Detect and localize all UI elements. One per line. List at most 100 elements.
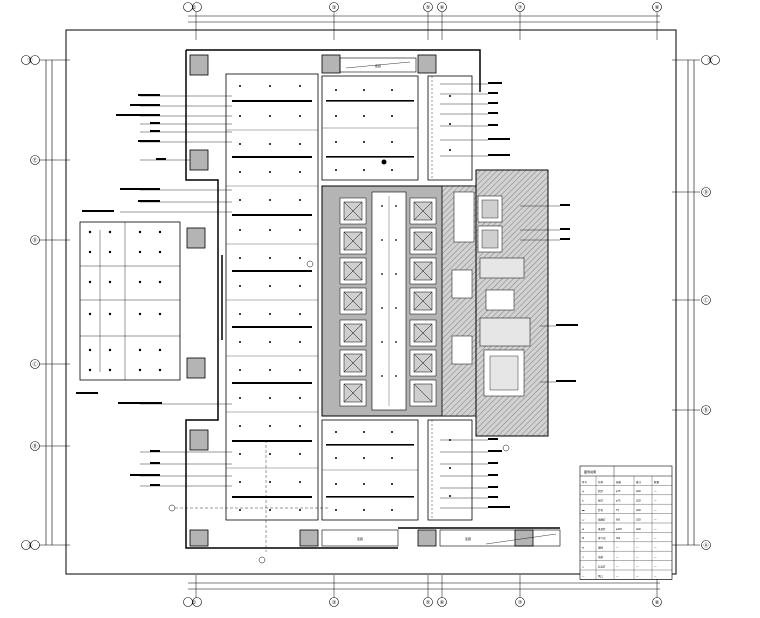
building-outline [185,49,560,549]
legend-cell: 格栅灯 [598,517,606,521]
legend-cell: △ [582,565,585,568]
grid-label-left-A: Ⓐ [27,542,32,549]
grid-label-top-5: ⑤ [426,5,431,11]
legend-cell: 规格 [616,480,622,484]
grid-label-right-D: Ⓓ [703,189,708,196]
leader-text-left [76,94,166,486]
legend-cell: ☒ [582,536,585,540]
leader-lines-right [440,83,560,509]
grid-label-bottom-1: ① [192,600,197,606]
legend-cell: — [654,528,657,531]
legend-cell: 600 [616,518,621,521]
legend-cell: 应急灯 [598,564,606,568]
grid-label-right-A: Ⓐ [703,542,708,549]
dimension-lines [45,15,695,590]
legend-cell: LED [636,528,641,531]
legend-cell: 烟感 [598,546,604,550]
legend-cell: 灯带 [598,508,604,512]
legend-cell: 符号 [582,480,588,484]
grid-label-top-7: ⑦ [518,5,523,11]
legend-cell: — [654,500,657,503]
legend-cell: ⊗ [582,547,585,550]
legend-cell: 风口 [598,574,604,578]
grid-bubble-top-3: ③ [329,2,339,12]
legend-cell: — [654,565,657,568]
grid-label-left-E: Ⓔ [32,157,37,164]
grid-label-bottom-5: ⑤ [426,600,431,606]
grid-bubbles-top: ① ③ ⑤ ⑥ ⑦ ⑧ [183,2,662,12]
legend-cell: — [616,547,619,550]
lower-room: 走廊 走廊 [321,419,561,547]
elevator-shafts-left [339,197,367,407]
legend-cell: 备注 [636,480,642,484]
grid-bubble-top-1: ① [183,2,202,12]
legend-cell: 吸顶灯 [598,527,606,531]
grid-label-left-D: Ⓓ [32,237,37,244]
legend-cell: LED [636,509,641,512]
bottom-room-b-label: 走廊 [465,536,471,541]
legend-cell: — [654,575,657,578]
grid-label-right-B: Ⓑ [703,407,708,414]
service-core [441,169,549,452]
legend-cell: 筒灯 [598,489,604,493]
legend-cell: ● [582,500,584,503]
structural-columns [186,54,534,547]
legend-cell: LED [636,500,641,503]
grid-axis-lines [34,12,700,598]
grid-label-left-F: Ⓕ [27,57,32,64]
grid-label-bottom-6: ⑥ [440,600,445,606]
right-corridors [427,75,473,521]
left-lobby [168,73,330,564]
legend-cell: — [654,509,657,512]
grid-label-right-C: Ⓒ [703,297,708,304]
elevator-shafts-right [409,197,437,407]
left-room [79,221,223,381]
legend-cell: — [616,565,619,568]
grid-label-left-B: Ⓑ [32,443,37,450]
legend-cell: — [654,547,657,550]
legend-cell: φ75 [616,490,621,493]
grid-bubbles-left: Ⓕ Ⓔ Ⓓ Ⓒ Ⓑ Ⓐ [21,55,40,550]
grid-label-top-3: ③ [332,5,337,11]
grid-label-right-F: Ⓕ [707,57,712,64]
legend-cell: T5 [616,509,620,512]
legend-cell: — [654,518,657,521]
legend-cell: 排气扇 [598,536,606,540]
legend-cell: ⊕ [582,528,585,531]
legend-cell: 喷淋 [598,555,604,559]
grid-label-bottom-7: ⑦ [518,600,523,606]
legend-cell: ◇ [582,556,585,559]
grid-bubble-top-7: ⑦ [515,2,525,12]
legend-cell: φ75 [616,500,621,503]
grid-label-bottom-3: ③ [332,600,337,606]
legend-header: 图例说明 [584,469,596,474]
grid-label-top-8: ⑧ [655,5,660,11]
grid-bubbles-right: Ⓕ Ⓓ Ⓒ Ⓑ Ⓐ [701,55,720,550]
bottom-room-a-label: 走廊 [357,536,363,541]
legend-cell: — [582,575,585,578]
grid-label-bottom-8: ⑧ [655,600,660,606]
legend-cell: — [654,556,657,559]
legend-cell: 数量 [654,480,660,484]
legend-cell: — [636,575,639,578]
legend-cell: — [636,547,639,550]
grid-label-left-C: Ⓒ [32,361,37,368]
legend-cell: φ300 [616,528,622,531]
legend-cell: — [636,565,639,568]
grid-bubble-top-6: ⑥ [437,2,447,12]
legend-cell: 名称 [598,480,604,484]
light-strips-left [232,100,312,498]
grid-bubbles-bottom: ① ③ ⑤ ⑥ ⑦ ⑧ [183,597,662,607]
grid-bubble-top-5: ⑤ [423,2,433,12]
legend-cell: 300 [616,537,621,540]
legend-cell: LED [636,490,641,493]
legend-cell: — [636,556,639,559]
sheet-frame [65,29,677,575]
upper-room: 走廊 [321,57,419,181]
legend-cell: — [654,537,657,540]
legend-cell: — [616,575,619,578]
grid-label-top-1: ① [192,5,197,11]
legend-cell: — [636,537,639,540]
